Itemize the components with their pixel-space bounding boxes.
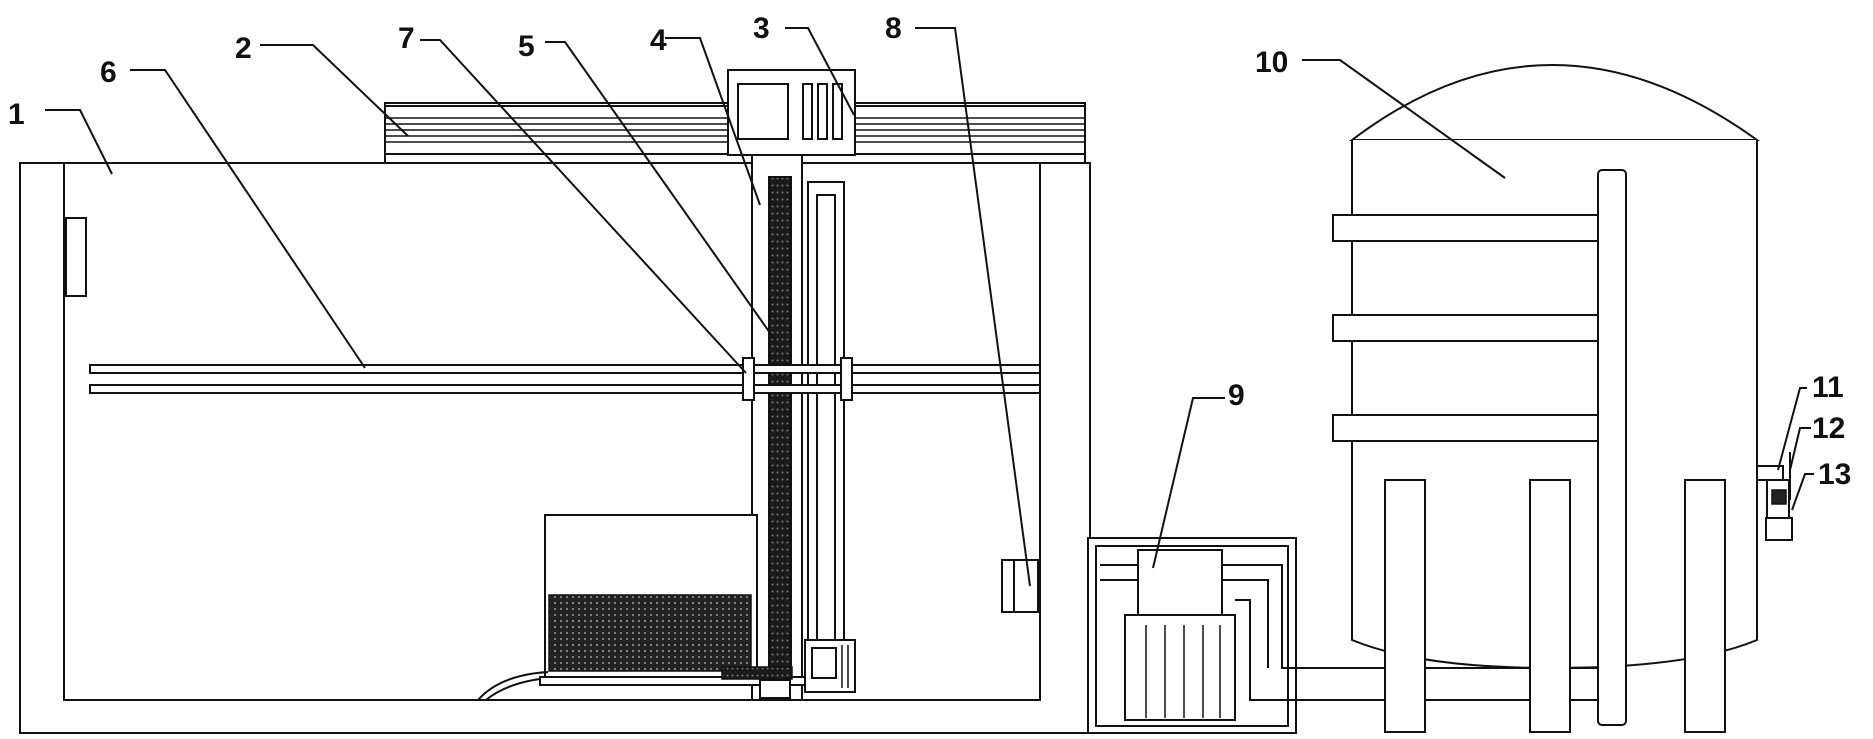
tank-support-rod	[1597, 169, 1627, 726]
label-9: 9	[1228, 379, 1245, 412]
tank-leg-1	[1384, 479, 1426, 733]
right-clamp	[840, 357, 853, 401]
label-12: 12	[1812, 412, 1845, 445]
cross-rail	[89, 357, 1041, 401]
label-1: 1	[8, 98, 25, 131]
label-2: 2	[235, 32, 252, 65]
leader-lines	[45, 27, 1814, 587]
label-6: 6	[100, 56, 117, 89]
storage-tank	[1332, 64, 1761, 733]
label-11: 11	[1812, 371, 1844, 404]
pump-motor	[1137, 549, 1223, 619]
side-port	[65, 217, 87, 297]
label-13: 13	[1818, 458, 1851, 491]
label-5: 5	[518, 30, 535, 63]
label-10: 10	[1255, 46, 1288, 79]
pump-body	[1124, 614, 1236, 721]
tank-leg-3	[1684, 479, 1726, 733]
vertical-column	[751, 154, 845, 701]
outlet-pipe	[1001, 559, 1039, 613]
valve-gauge	[1765, 517, 1793, 541]
valve-assembly	[1756, 452, 1793, 541]
tank-leg-2	[1529, 479, 1571, 733]
left-clamp	[742, 357, 755, 401]
label-8: 8	[885, 12, 902, 45]
label-3: 3	[753, 12, 770, 45]
pump-housing	[1087, 537, 1600, 734]
trolley-motor-box	[727, 69, 856, 156]
label-4: 4	[650, 24, 667, 57]
label-7: 7	[398, 22, 415, 55]
filter-basket	[477, 514, 856, 701]
part-labels: 1 6 2 7 5 4 3 8 9 10 11 12 13	[8, 12, 1851, 491]
dotted-lifting-strip	[768, 176, 792, 668]
